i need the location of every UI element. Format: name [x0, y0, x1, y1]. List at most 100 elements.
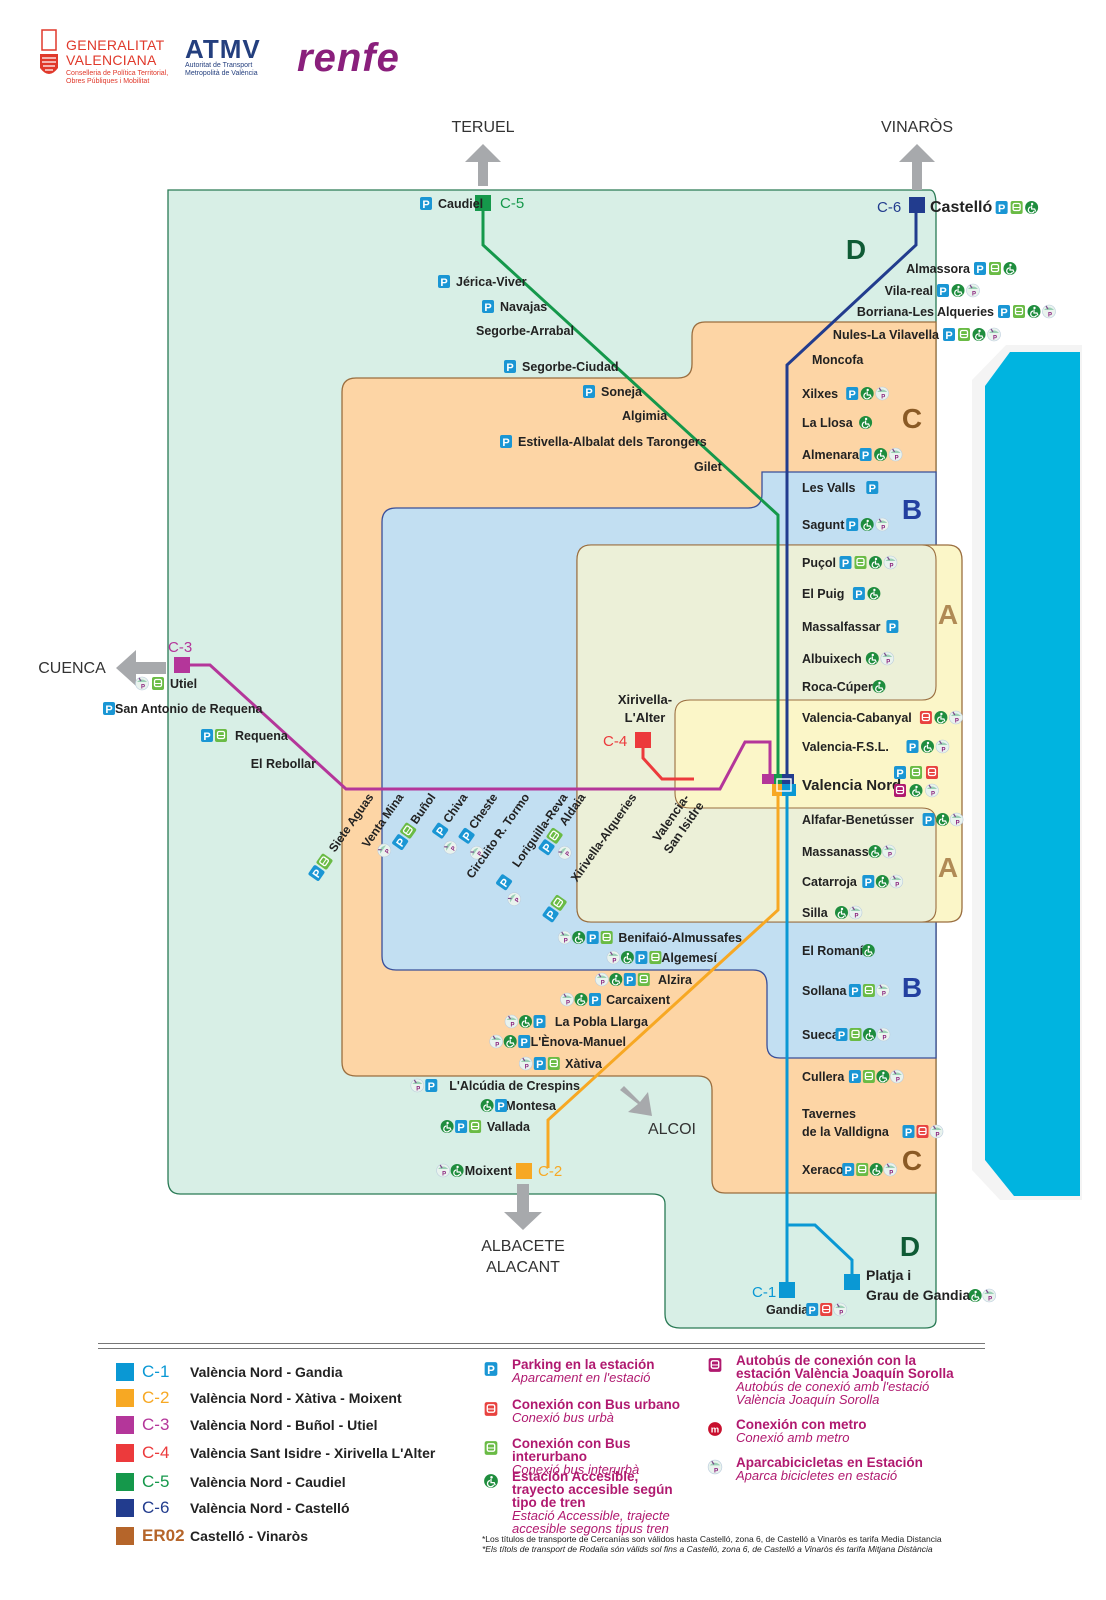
station-requena[interactable]: Requena: [201, 728, 289, 743]
station-name: Xàtiva: [565, 1057, 603, 1071]
station-utiel[interactable]: Utiel: [134, 676, 198, 692]
arrow-left-cuenca-icon: [116, 650, 166, 686]
station-xativa[interactable]: Xàtiva: [518, 1056, 603, 1072]
arrow-down-right-alcoi-icon: [620, 1086, 652, 1116]
interurban-bus-icon: [853, 555, 868, 570]
station-moncofa[interactable]: Moncofa: [812, 353, 864, 367]
station-el-rebollar[interactable]: El Rebollar: [251, 757, 316, 771]
line-route: València Nord - Caudiel: [190, 1474, 346, 1490]
station-name: Moncofa: [812, 353, 864, 367]
station-vallada[interactable]: Vallada: [440, 1119, 531, 1134]
parking-icon: [635, 951, 648, 965]
line-route: Castelló - Vinaròs: [190, 1528, 309, 1544]
destination-alacant: ALACANT: [486, 1259, 560, 1276]
station-sollana[interactable]: Sollana: [802, 983, 891, 999]
parking-icon: [533, 1057, 546, 1071]
parking-icon: [848, 984, 861, 998]
station-caudiel[interactable]: Caudiel: [420, 197, 483, 211]
station-les-valls[interactable]: Les Valls: [802, 481, 879, 495]
station-algimia[interactable]: Algimia: [622, 409, 668, 423]
station-el-puig[interactable]: El Puig: [802, 586, 882, 601]
station-sueca[interactable]: Sueca: [802, 1027, 891, 1043]
station-la-pobla-llarga[interactable]: La Pobla Llarga: [504, 1014, 649, 1030]
station-name: Xilxes: [802, 387, 838, 401]
station-name: Segorbe-Ciudad: [522, 360, 619, 374]
station-valencia-nord[interactable]: Valencia Nord: [802, 765, 940, 799]
station-nules-la-vilavella[interactable]: Nules-La Vilavella: [833, 327, 1002, 343]
station-name: Silla: [802, 906, 829, 920]
station-cullera[interactable]: Cullera: [802, 1069, 905, 1085]
station-valencia-cabanyal[interactable]: Valencia-Cabanyal: [802, 710, 964, 726]
station-alzira[interactable]: Alzira: [594, 972, 693, 988]
accessible-icon: [873, 447, 888, 462]
bike-parking-icon: [948, 710, 964, 726]
station-moixent[interactable]: Moixent: [436, 1163, 513, 1179]
accessible-icon: [620, 950, 635, 965]
station-estivella-albalat-dels-tarongers[interactable]: Estivella-Albalat dels Tarongers: [500, 435, 707, 449]
station-carcaixent[interactable]: Carcaixent: [559, 992, 671, 1008]
parking-icon: [943, 328, 955, 342]
station-catarroja[interactable]: Catarroja: [802, 874, 904, 890]
station-san-antonio-de-requena[interactable]: San Antonio de Requena: [103, 702, 264, 716]
station-gandia[interactable]: Gandia: [766, 1302, 848, 1318]
station-l-alcudia-de-crespins[interactable]: L'Alcúdia de Crespins: [410, 1078, 580, 1094]
station-albuixech[interactable]: Albuixech: [802, 651, 895, 667]
station-montesa[interactable]: Montesa: [480, 1098, 557, 1113]
arrow-down-albacete-icon: [504, 1184, 542, 1230]
parking-icon: [500, 435, 512, 449]
legend-service-bjs: P P m Autobús de conexión con la estació…: [706, 1354, 966, 1406]
station-segorbe-ciudad[interactable]: Segorbe-Ciudad: [504, 360, 619, 374]
renfe-logo: renfe: [297, 36, 400, 80]
station-name: Requena: [235, 729, 289, 743]
interurban-bus-icon: [468, 1119, 482, 1134]
station-algemesi[interactable]: Algemesí: [606, 950, 718, 966]
accessible-icon: [1002, 261, 1018, 276]
station-l-enova-manuel[interactable]: L'Ènova-Manuel: [489, 1034, 626, 1050]
station-almenara[interactable]: Almenara: [802, 447, 903, 463]
station-massanassa[interactable]: Massanassa: [802, 844, 897, 860]
station-xilxes[interactable]: Xilxes: [802, 386, 890, 402]
parking-icon: [201, 729, 213, 743]
sea-water: [985, 352, 1080, 1196]
parking-icon: [848, 1070, 861, 1084]
station-xeraco[interactable]: Xeraco: [802, 1162, 898, 1178]
station-navajas[interactable]: Navajas: [482, 300, 547, 314]
station-soneja[interactable]: Soneja: [583, 385, 643, 399]
accessible-icon: [867, 844, 883, 859]
station-alfafar-benetusser[interactable]: Alfafar-Benetússer: [802, 812, 964, 828]
station-name-line2: Grau de Gandia: [866, 1287, 970, 1303]
station-massalfassar[interactable]: Massalfassar: [802, 620, 899, 634]
station-jerica-viver[interactable]: Jérica-Viver: [438, 275, 527, 289]
station-gilet[interactable]: Gilet: [694, 460, 723, 474]
station-benifaio-almussafes[interactable]: Benifaió-Almussafes: [557, 930, 742, 946]
station-roca-cuper[interactable]: Roca-Cúper: [802, 679, 887, 694]
station-pucol[interactable]: Puçol: [802, 555, 898, 571]
parking-icon: [846, 387, 859, 401]
accessible-icon: [875, 1069, 891, 1084]
parking-icon: [974, 262, 986, 276]
station-el-romani[interactable]: El Romaní: [802, 943, 876, 958]
station-vila-real[interactable]: Vila-real: [885, 283, 981, 299]
station-silla[interactable]: Silla: [802, 905, 863, 921]
zone-label-c-top: C: [902, 403, 922, 434]
station-almassora[interactable]: Almassora: [906, 261, 1018, 276]
station-name: Puçol: [802, 556, 836, 570]
station-valencia-f-s-l[interactable]: Valencia-F.S.L.: [802, 739, 950, 755]
parking-icon: [866, 481, 879, 495]
station-borriana-les-alqueries[interactable]: Borriana-Les Alqueries: [857, 304, 1057, 320]
destination-albacete: ALBACETE: [481, 1238, 565, 1255]
parking-icon: [504, 360, 516, 374]
station-name: Navajas: [500, 300, 547, 314]
terminal-c2-moixent: [516, 1163, 532, 1179]
station-name: Caudiel: [438, 197, 483, 211]
station-sagunt[interactable]: Sagunt: [802, 517, 890, 533]
accessible-icon: [950, 283, 966, 298]
station-la-llosa[interactable]: La Llosa: [802, 415, 873, 430]
station-castello[interactable]: Castelló: [930, 199, 1039, 216]
station-xirivella-lalter[interactable]: Xirivella-L'Alter: [618, 692, 672, 725]
accessible-icon: [968, 1288, 983, 1303]
parking-icon: [482, 300, 494, 314]
station-segorbe-arrabal[interactable]: Segorbe-Arrabal: [476, 324, 574, 338]
